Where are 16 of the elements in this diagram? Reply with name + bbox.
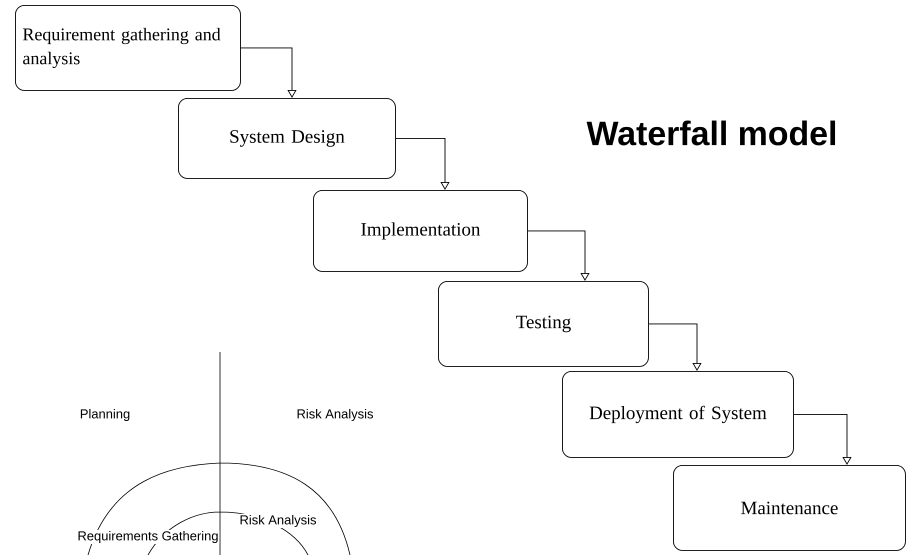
arrow: [793, 414, 852, 465]
arrow: [395, 138, 450, 190]
process-box: Requirement gathering and analysis: [15, 5, 241, 91]
arrow: [240, 48, 297, 98]
spiral-label: Risk Analysis: [238, 514, 318, 528]
process-box: Maintenance: [673, 465, 906, 551]
process-box: System Design: [178, 98, 396, 179]
spiral-label: Requirements Gathering: [76, 530, 220, 544]
arrow: [648, 324, 702, 371]
spiral-label: Risk Analysis: [296, 408, 374, 422]
title: Waterfall model: [586, 120, 836, 146]
process-box: Testing: [438, 281, 649, 367]
spiral-label: Planning: [78, 408, 132, 422]
arrow: [527, 230, 590, 281]
process-box: Implementation: [313, 190, 528, 272]
process-box: Deployment of System: [562, 371, 794, 458]
